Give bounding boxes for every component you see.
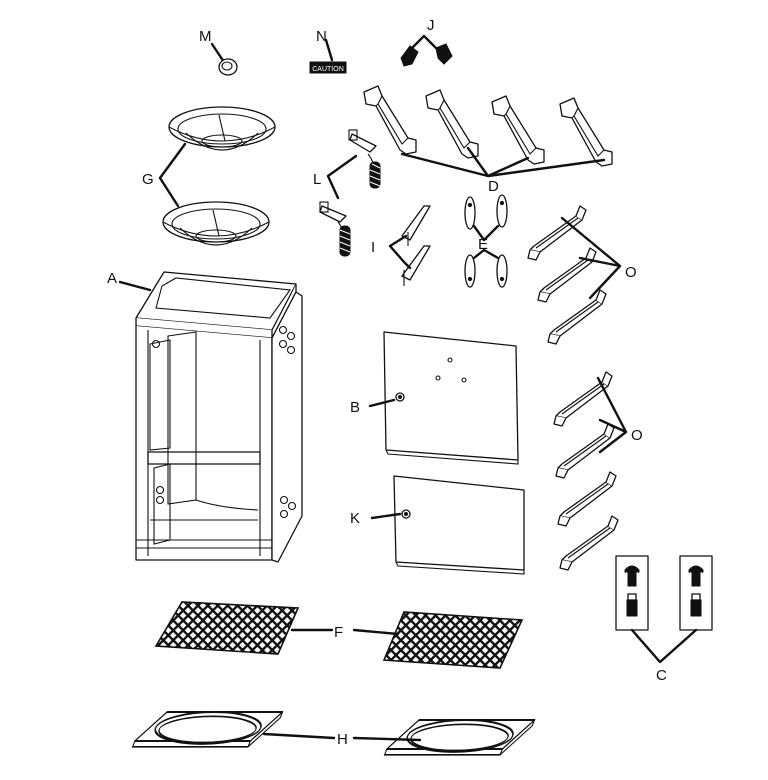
- warning-tag-text: CAUTION: [312, 66, 344, 73]
- grate-support-icon-lower: [553, 371, 628, 571]
- label-I: I: [371, 239, 375, 256]
- label-F: F: [334, 624, 343, 641]
- warning-tag-icon: CAUTION: [309, 38, 347, 74]
- cabinet-body-icon: [118, 271, 303, 563]
- label-J: J: [427, 17, 435, 34]
- label-M: M: [199, 28, 212, 45]
- label-L: L: [313, 171, 321, 188]
- label-G: G: [142, 171, 154, 188]
- upper-door-panel-icon: [368, 331, 519, 465]
- spring-handle-icon: [319, 129, 381, 257]
- latch-clip-icon: [388, 205, 431, 286]
- label-A: A: [107, 270, 117, 287]
- bolt-bag-icon: [615, 555, 713, 664]
- label-O-lower: O: [631, 427, 643, 444]
- label-H: H: [337, 731, 348, 748]
- support-bracket-icon: [363, 85, 613, 178]
- charcoal-grate-frame-icon: [131, 711, 536, 756]
- label-O-upper: O: [625, 264, 637, 281]
- knob-icon: [210, 42, 238, 76]
- cooking-grate-icon: [154, 601, 524, 669]
- hinge-plate-icon: [464, 194, 508, 288]
- label-K: K: [350, 510, 360, 527]
- label-D: D: [488, 178, 499, 195]
- handle-mount-icon: [400, 34, 453, 67]
- grate-support-icon-upper: [527, 205, 622, 345]
- lower-door-panel-icon: [370, 475, 525, 575]
- water-bowl-icon: [158, 106, 276, 246]
- label-N: N: [316, 28, 327, 45]
- label-C: C: [656, 667, 667, 684]
- label-E: E: [478, 236, 488, 253]
- label-B: B: [350, 399, 360, 416]
